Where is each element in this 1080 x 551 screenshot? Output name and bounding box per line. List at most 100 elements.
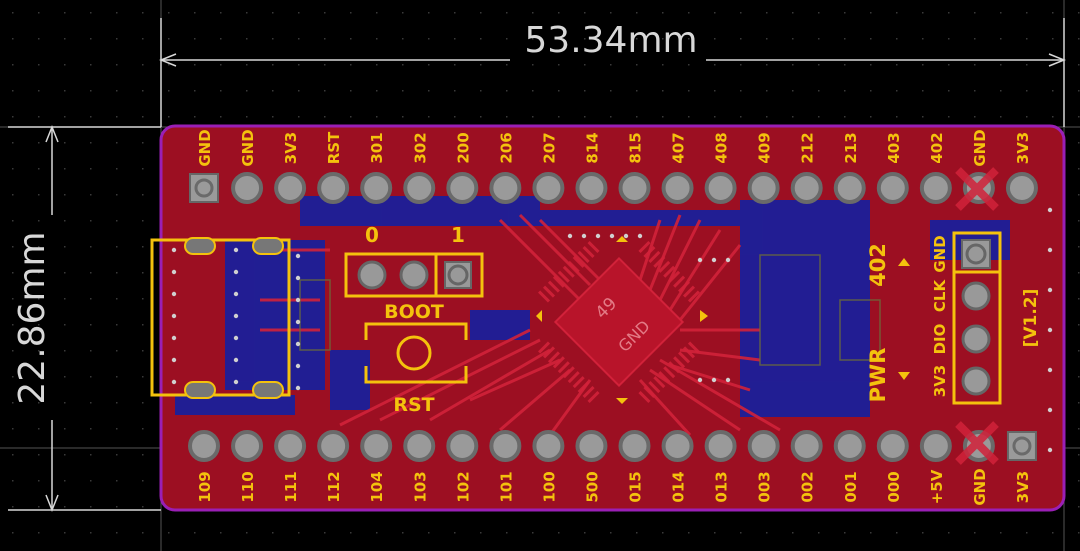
chip-leg [572, 376, 585, 389]
header-pin: 110 [231, 430, 264, 503]
chip-leg [663, 265, 676, 278]
via [725, 377, 731, 383]
chip-leg [552, 275, 565, 288]
chip-leg [542, 285, 556, 298]
height-dimension [8, 124, 161, 513]
header-pin: 207 [532, 132, 565, 204]
header-pin: 500 [575, 430, 608, 503]
pin-label: 402 [928, 132, 946, 163]
pin-label: 112 [325, 471, 343, 502]
pin-pad [575, 172, 608, 204]
pin-pad [833, 430, 866, 462]
via [1047, 247, 1053, 253]
via [171, 335, 177, 341]
chip-leg [673, 275, 686, 288]
pin-pad [833, 172, 866, 204]
chip-leg [653, 255, 666, 268]
pin-pad [403, 430, 436, 462]
pin-label: 014 [670, 471, 688, 502]
header-pin: 015 [618, 430, 651, 503]
mcu-chip [538, 241, 700, 403]
pin-pad [532, 430, 565, 462]
via [171, 291, 177, 297]
reset-button-footprint [364, 322, 468, 384]
pin-pad [790, 430, 823, 462]
pin-label: 200 [454, 132, 472, 163]
pin-pad [360, 172, 393, 204]
chip-leg [562, 265, 575, 278]
header-pin: 101 [489, 430, 522, 503]
header-pin: RST [317, 131, 350, 204]
via [233, 269, 239, 275]
chip-leg [678, 280, 691, 293]
pin-label: 409 [756, 132, 774, 163]
via [295, 385, 301, 391]
width-dimension-label: 53.34mm [524, 20, 697, 61]
pin-label: 001 [842, 471, 860, 502]
pin-pad [661, 430, 694, 462]
pin-label: 003 [756, 471, 774, 502]
pin-pad [188, 430, 220, 462]
boot-option-1: 1 [451, 223, 465, 247]
via [171, 269, 177, 275]
via [711, 257, 717, 263]
via [1047, 207, 1053, 213]
header-pin: 013 [704, 430, 737, 503]
pin-pad [618, 172, 651, 204]
header-pin: 815 [618, 132, 651, 204]
pin-label: 110 [239, 471, 257, 502]
header-pin: 102 [446, 430, 479, 503]
chip-leg [638, 241, 651, 254]
header-pin: 3V3 [1006, 431, 1037, 503]
header-pin: 3V3 [274, 132, 307, 204]
pin-label: 102 [454, 471, 472, 502]
chip-leg [552, 356, 565, 369]
debug-pin-label: GND [931, 235, 949, 272]
boot-label: BOOT [384, 301, 444, 323]
chip-leg [687, 290, 700, 303]
header-pin: +5V [919, 430, 952, 504]
via [1047, 407, 1053, 413]
via [295, 341, 301, 347]
pin-label: 213 [842, 132, 860, 163]
height-dimension-label: 22.86mm [12, 231, 53, 404]
header-pin: 3V3 [1005, 132, 1038, 204]
pin-label: 500 [583, 471, 601, 502]
via [233, 379, 239, 385]
via [233, 335, 239, 341]
chip-leg [557, 270, 570, 283]
chip-leg [577, 381, 590, 394]
debug-pin-label: CLK [931, 279, 949, 313]
pin-label: 212 [799, 132, 817, 163]
chip-leg [673, 356, 686, 369]
pin-label: 109 [196, 471, 214, 502]
header-pin: 301 [360, 132, 393, 204]
chip-leg [658, 260, 671, 273]
chip-leg [582, 245, 595, 259]
pin-label: 002 [799, 471, 817, 502]
chip-leg [587, 390, 600, 403]
chip-leg [542, 346, 556, 359]
via [609, 233, 615, 239]
header-pin: 104 [360, 430, 393, 503]
chip-leg [577, 250, 590, 263]
via [295, 363, 301, 369]
pin-pad [231, 172, 264, 204]
chip-leg [587, 241, 600, 254]
chip-leg [648, 250, 661, 263]
via-array [171, 207, 1053, 453]
header-pin: GND [189, 129, 219, 203]
pin-label: GND [196, 129, 214, 166]
chip-leg [547, 351, 560, 364]
header-pin: 003 [747, 430, 780, 503]
via [567, 233, 573, 239]
pin-pad [876, 172, 909, 204]
pin-label: GND [971, 129, 989, 166]
via [581, 233, 587, 239]
pin-label: 103 [411, 471, 429, 502]
header-pin: 103 [403, 430, 436, 503]
chip-leg [572, 255, 585, 268]
pin-pad [919, 430, 952, 462]
